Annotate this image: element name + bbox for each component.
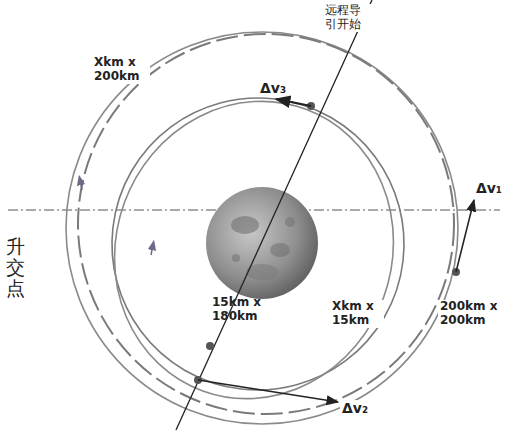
descent-orbit [79,65,437,423]
orbit-label: 200km x 200km [438,300,504,328]
delta-v-label: Δv₂ [340,400,370,416]
delta-v-label: Δv₃ [258,80,288,96]
dv2-arrow [198,380,338,402]
apsis-line [176,0,372,430]
low-orbit [73,62,435,430]
transfer-orbit [78,34,454,414]
delta-v-label: Δv₁ [474,180,504,196]
circular-orbit [66,32,458,424]
dv1-arrow [456,200,474,272]
moon [206,187,318,299]
orbit-label: Xkm x 15km [330,300,384,328]
direction-arrow [80,180,82,190]
node-label: 升交点 [6,236,25,299]
dv3-arrow [276,99,311,106]
orbit-label: 15km x 180km [212,296,270,324]
annotation-text: 远程导引开始 [323,4,371,32]
orbit-point [206,342,214,350]
orbit-label: Xkm x 200km [92,56,150,84]
direction-arrow [151,245,153,255]
